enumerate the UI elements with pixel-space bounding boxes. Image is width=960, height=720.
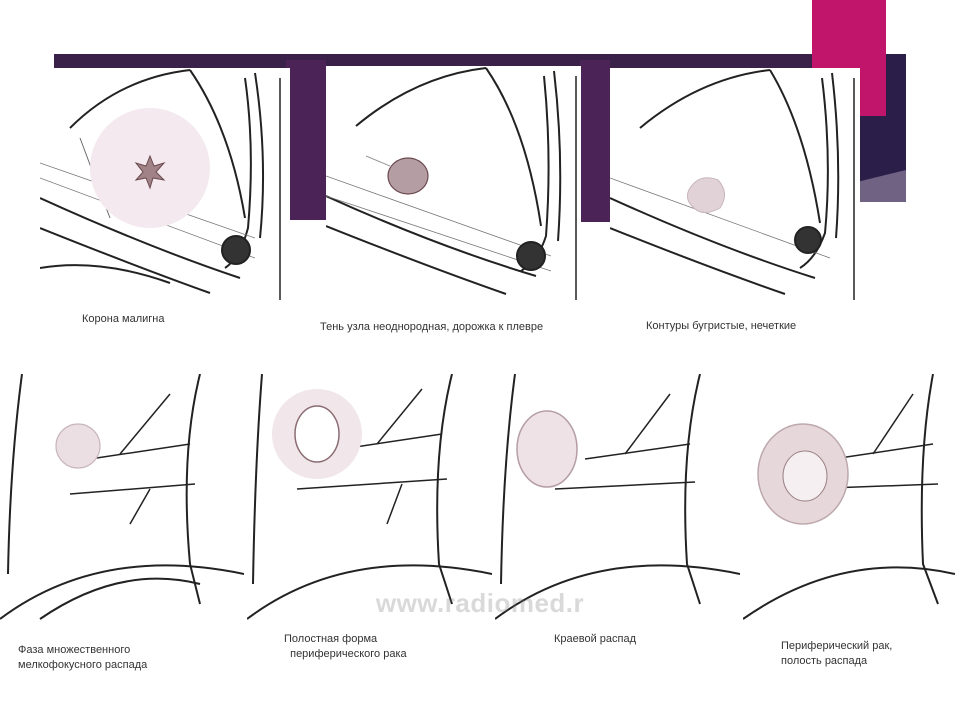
illustration-multifocal-decay: [0, 374, 244, 624]
header-band: [54, 54, 906, 68]
illustration-heterogeneous-node: [326, 66, 581, 300]
illustration-peripheral-cancer: [743, 374, 955, 624]
caption-heterogeneous-node: Тень узла неоднородная, дорожка к плевре: [320, 321, 544, 333]
caption-corona-maligna: Корона малигна: [82, 313, 165, 325]
caption-cavity-form: Полостная форма периферического рака: [284, 633, 407, 660]
caption-multifocal-decay: Фаза множественного мелкофокусного распа…: [18, 644, 148, 671]
illustration-tuberous-contours: [610, 68, 860, 300]
purple-pillar-2: [580, 60, 610, 222]
watermark-row: www.radiomed.r: [375, 588, 585, 618]
illustration-cavity-form: [247, 374, 492, 624]
caption-peripheral-cancer: Периферический рак, полость распада: [781, 640, 893, 667]
caption-tuberous-contours: Контуры бугристые, нечеткие: [646, 320, 797, 332]
caption-marginal-decay: Краевой распад: [554, 633, 637, 645]
illustration-marginal-decay: [495, 374, 740, 624]
purple-pillar: [286, 60, 326, 220]
illustration-corona-maligna: [40, 68, 290, 300]
